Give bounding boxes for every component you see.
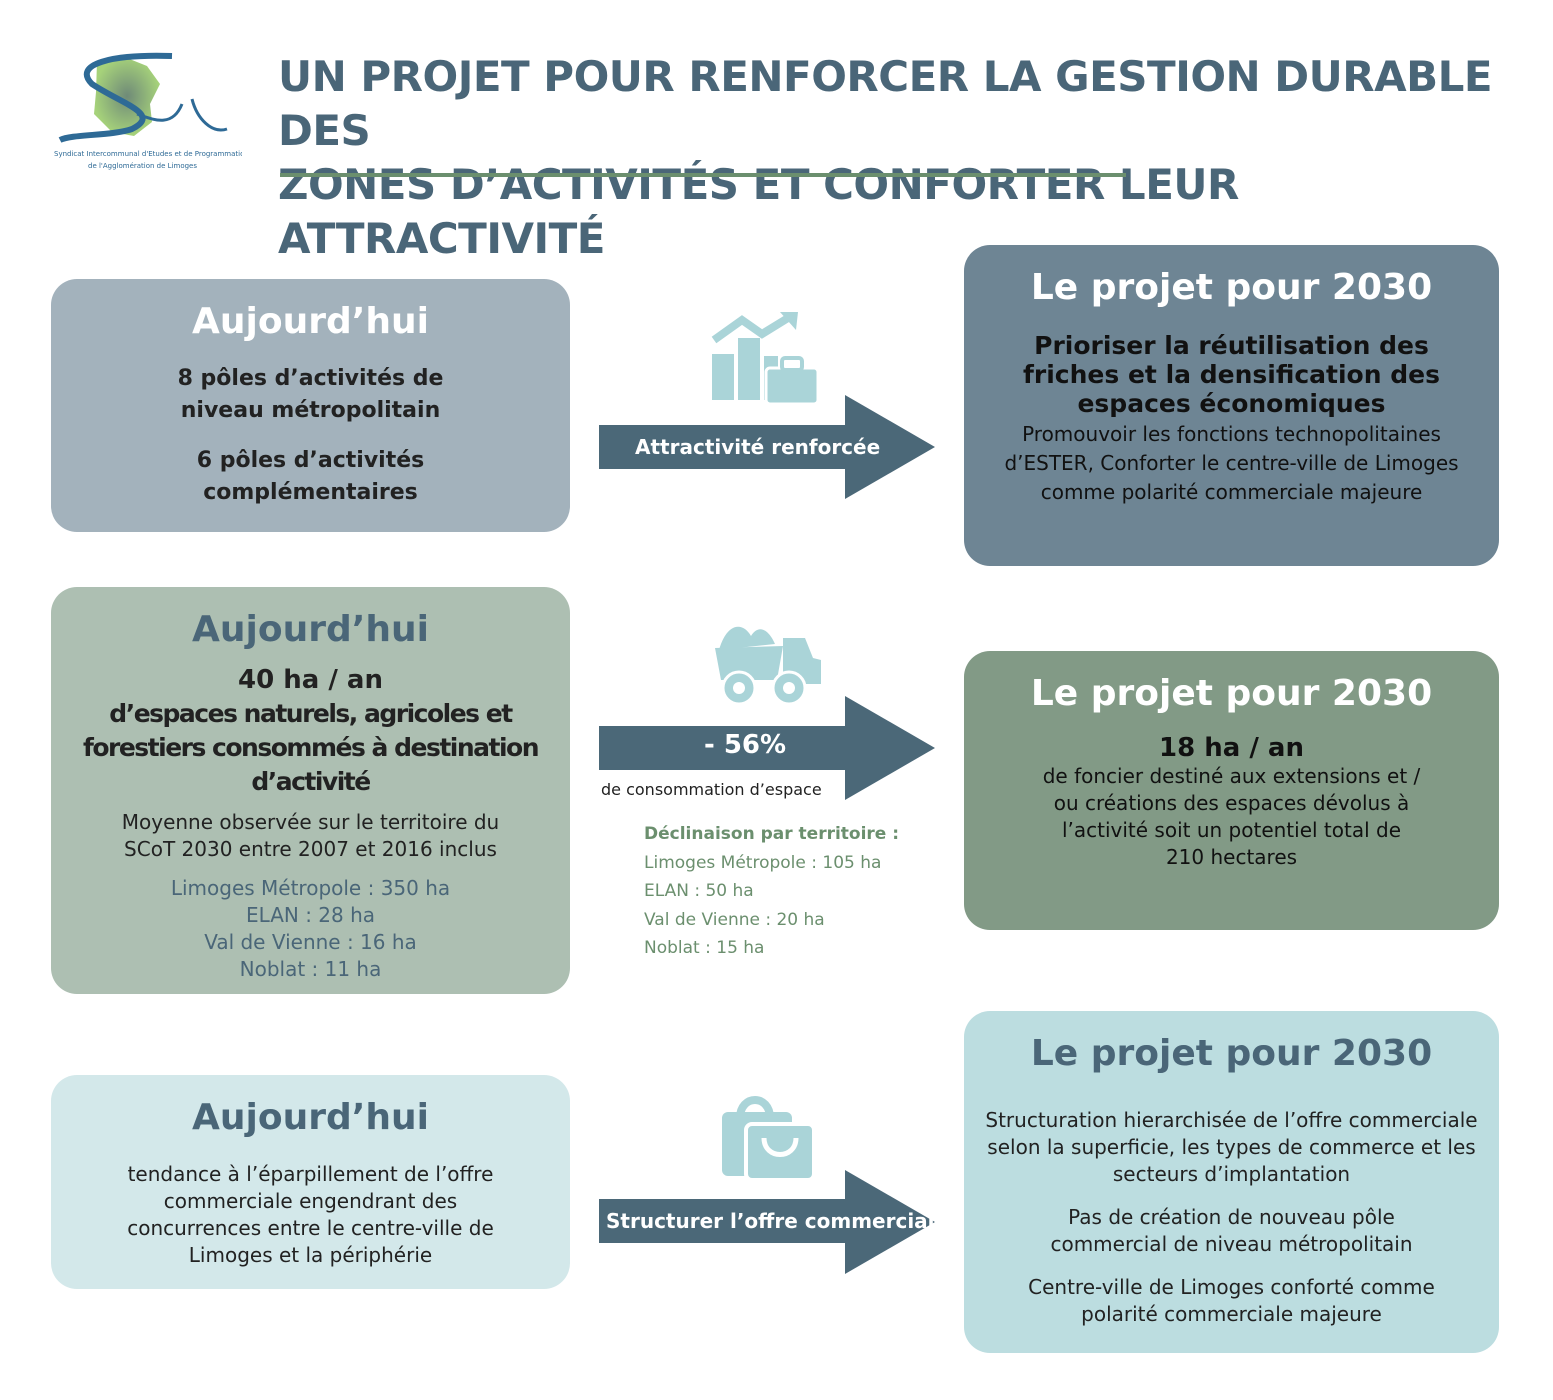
- today-territory-list: Limoges Métropole : 350 ha ELAN : 28 ha …: [51, 875, 570, 983]
- svg-text:de l'Agglomération de Limoges: de l'Agglomération de Limoges: [88, 162, 197, 170]
- arrow-commerce: Structurer l’offre commerciale: [599, 1170, 948, 1274]
- today-text-2: 6 pôles d’activités complémentaires: [196, 448, 425, 505]
- today-heading: Aujourd’hui: [192, 609, 429, 650]
- arrow-attractivite: Attractivité renforcée: [599, 395, 935, 499]
- territory-breakdown: Déclinaison par territoire : Limoges Mét…: [644, 820, 899, 963]
- today-box-commerce: Aujourd’hui tendance à l’éparpillement d…: [51, 1075, 570, 1289]
- project-text: de foncier destiné aux extensions et / o…: [1042, 764, 1421, 869]
- reduction-label: de consommation d’espace: [601, 780, 822, 799]
- today-text: tendance à l’éparpillement de l’offre co…: [127, 1162, 494, 1267]
- project-bold-text: Prioriser la réutilisation des friches e…: [1023, 331, 1440, 418]
- title-line-2: ZONES D’ACTIVITÉS ET CONFORTER LEUR ATTR…: [278, 160, 1239, 263]
- arrow-reduction: - 56% de consommation d’espace: [599, 696, 935, 800]
- reduction-value: - 56%: [704, 730, 787, 760]
- list-item: Val de Vienne : 16 ha: [204, 930, 417, 954]
- project-text: Promouvoir les fonctions technopolitaine…: [1004, 422, 1459, 504]
- title-line-1: UN PROJET POUR RENFORCER LA GESTION DURA…: [278, 52, 1493, 155]
- project-text-2: Pas de création de nouveau pôle commerci…: [1050, 1205, 1413, 1256]
- project-box-friches: Le projet pour 2030 Prioriser la réutili…: [964, 245, 1499, 566]
- today-bold-text: d’espaces naturels, agricoles et foresti…: [82, 699, 540, 796]
- list-item: ELAN : 28 ha: [245, 903, 376, 927]
- shopping-bag-icon: [720, 1088, 816, 1186]
- project-box-commerce: Le projet pour 2030 Structuration hierar…: [964, 1011, 1499, 1353]
- arrow-label: Structurer l’offre commerciale: [606, 1209, 949, 1233]
- project-big-value: 18 ha / an: [1159, 733, 1304, 763]
- list-item: Val de Vienne : 20 ha: [644, 909, 825, 930]
- project-heading: Le projet pour 2030: [1030, 673, 1433, 714]
- title-underline: [280, 173, 1126, 177]
- list-item: Noblat : 11 ha: [239, 957, 382, 981]
- arrow-label: Attractivité renforcée: [635, 435, 881, 459]
- today-text: Moyenne observée sur le territoire du SC…: [121, 810, 500, 861]
- svg-text:Syndicat Intercommunal d'Etude: Syndicat Intercommunal d'Etudes et de Pr…: [54, 150, 242, 158]
- list-item: Noblat : 15 ha: [644, 938, 765, 958]
- today-heading: Aujourd’hui: [192, 301, 429, 342]
- today-box-poles: Aujourd’hui 8 pôles d’activités de nivea…: [51, 279, 570, 532]
- project-text-1: Structuration hierarchisée de l’offre co…: [985, 1108, 1478, 1186]
- project-heading: Le projet pour 2030: [1030, 267, 1433, 308]
- today-box-consumption: Aujourd’hui 40 ha / an d’espaces naturel…: [51, 587, 570, 994]
- project-box-foncier: Le projet pour 2030 18 ha / an de foncie…: [964, 651, 1499, 930]
- project-heading: Le projet pour 2030: [1030, 1033, 1433, 1074]
- today-text-1: 8 pôles d’activités de niveau métropolit…: [177, 366, 444, 423]
- today-heading: Aujourd’hui: [192, 1097, 429, 1138]
- chart-briefcase-icon: [710, 310, 820, 410]
- breakdown-title: Déclinaison par territoire :: [644, 824, 900, 844]
- logo: Syndicat Intercommunal d'Etudes et de Pr…: [52, 44, 249, 176]
- list-item: Limoges Métropole : 350 ha: [170, 876, 451, 900]
- list-item: ELAN : 50 ha: [644, 881, 754, 901]
- dump-truck-icon: [713, 622, 823, 712]
- project-text-3: Centre-ville de Limoges conforté comme p…: [1028, 1275, 1435, 1326]
- page-title: UN PROJET POUR RENFORCER LA GESTION DURA…: [278, 50, 1518, 266]
- list-item: Limoges Métropole : 105 ha: [644, 852, 882, 873]
- today-big-value: 40 ha / an: [238, 665, 383, 695]
